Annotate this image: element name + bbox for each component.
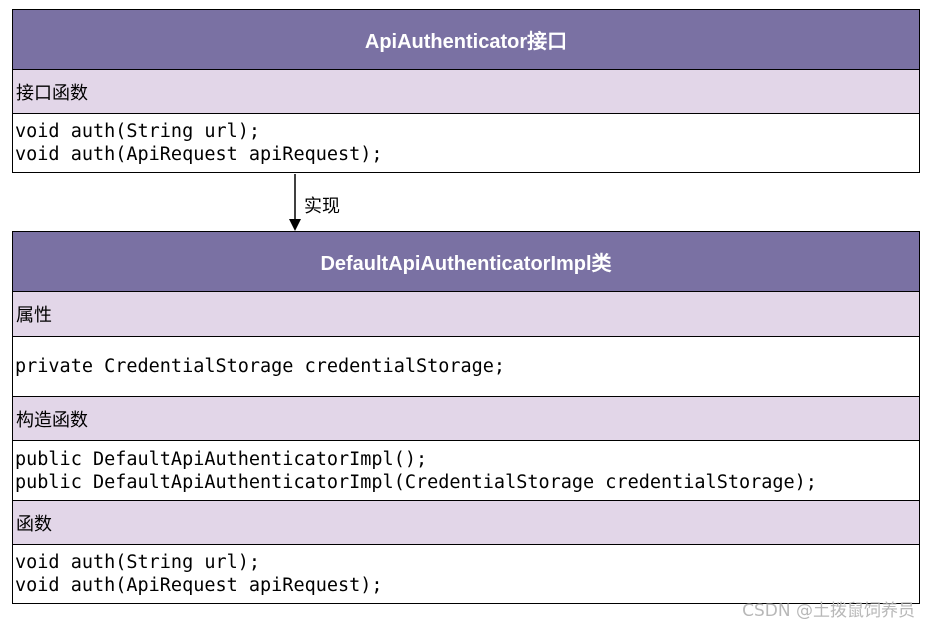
attributes-label: 属性 — [13, 292, 919, 337]
interface-title: ApiAuthenticator接口 — [13, 10, 919, 70]
functions-label: 函数 — [13, 501, 919, 545]
interface-method-1: void auth(String url); — [15, 121, 261, 142]
constructors-list: public DefaultApiAuthenticatorImpl(); pu… — [13, 441, 919, 501]
constructor-2: public DefaultApiAuthenticatorImpl(Crede… — [15, 471, 817, 493]
attribute-1: private CredentialStorage credentialStor… — [15, 356, 506, 377]
class-box: DefaultApiAuthenticatorImpl类 属性 private … — [12, 231, 920, 604]
constructors-label: 构造函数 — [13, 397, 919, 441]
arrow-head-icon — [289, 219, 301, 231]
class-title: DefaultApiAuthenticatorImpl类 — [13, 232, 919, 292]
functions-list: void auth(String url); void auth(ApiRequ… — [13, 545, 919, 603]
interface-method-2: void auth(ApiRequest apiRequest); — [15, 144, 383, 165]
attributes-list: private CredentialStorage credentialStor… — [13, 337, 919, 397]
function-1: void auth(String url); — [15, 552, 261, 573]
interface-functions-label: 接口函数 — [13, 70, 919, 114]
watermark: CSDN @土拨鼠饲养员 — [742, 601, 915, 621]
implements-label: 实现 — [304, 196, 340, 217]
interface-methods: void auth(String url); void auth(ApiRequ… — [13, 114, 919, 172]
interface-box: ApiAuthenticator接口 接口函数 void auth(String… — [12, 9, 920, 173]
constructor-1: public DefaultApiAuthenticatorImpl(); — [15, 448, 428, 470]
function-2: void auth(ApiRequest apiRequest); — [15, 575, 383, 596]
